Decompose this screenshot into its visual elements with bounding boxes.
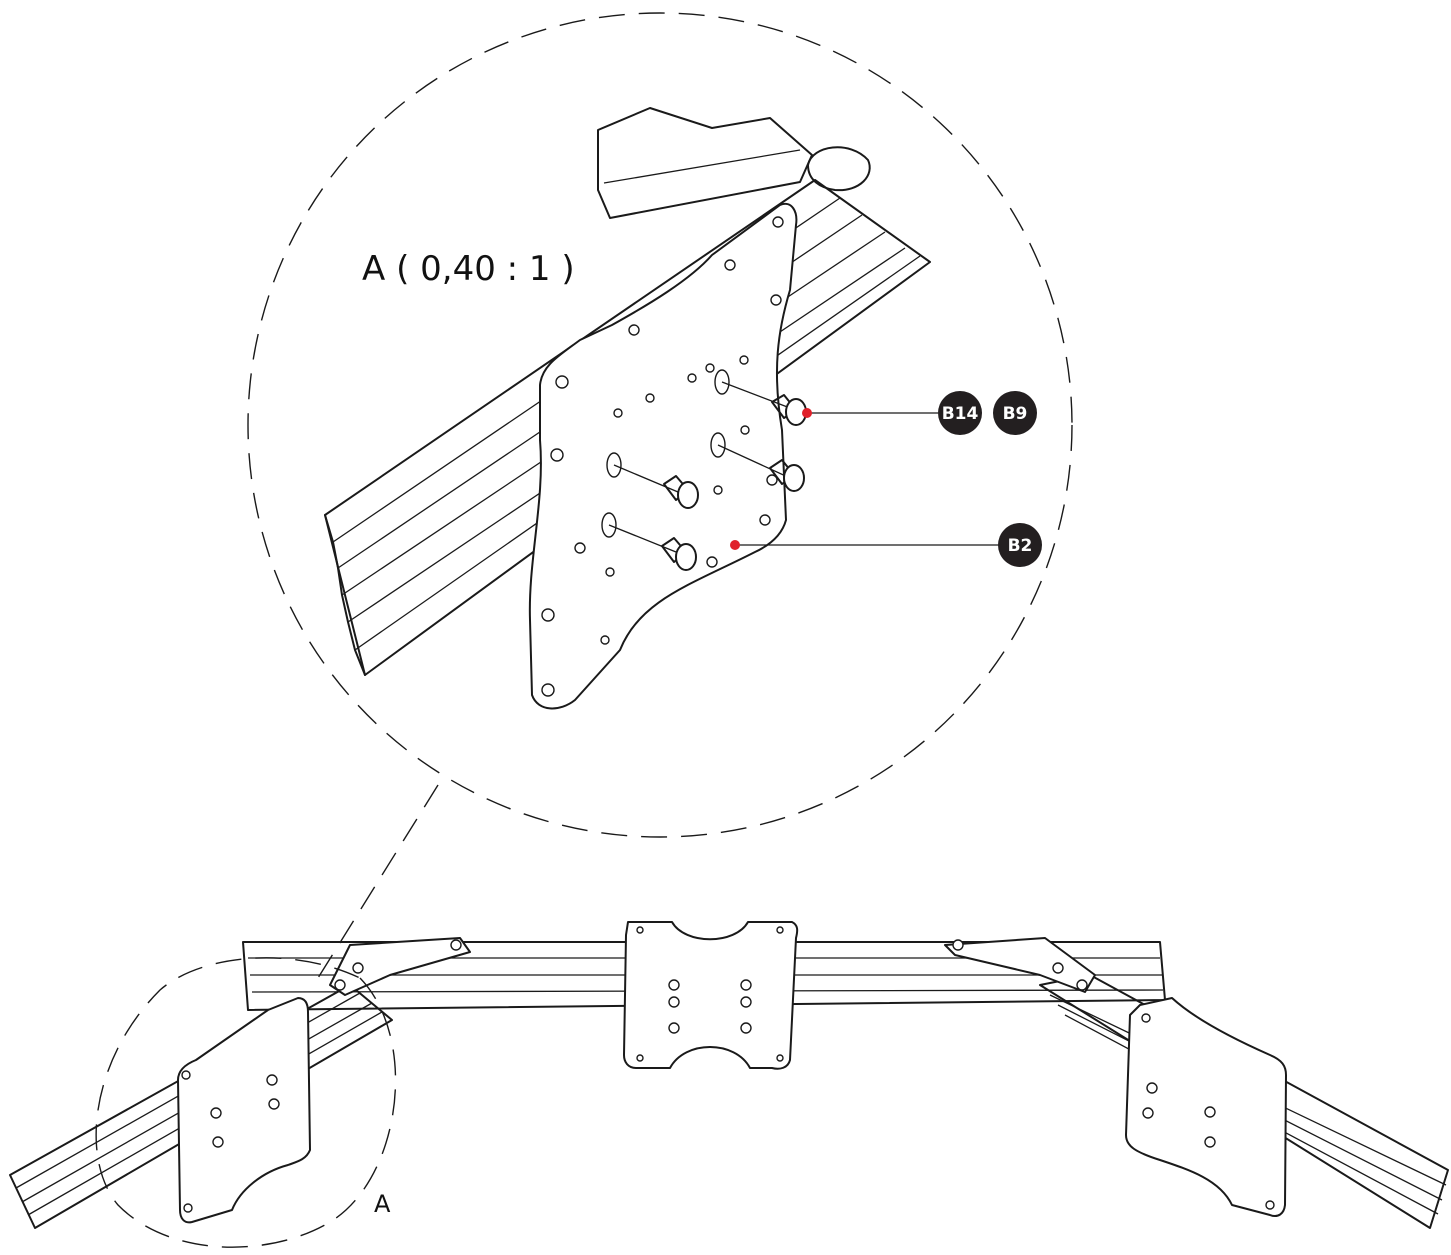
callout-b14: B14 <box>938 391 982 435</box>
left-corner-bracket <box>329 937 471 996</box>
callout-label: B14 <box>942 404 979 424</box>
vesa-mounting-plate <box>528 202 798 710</box>
right-vesa-plate <box>1125 997 1287 1217</box>
left-vesa-plate <box>177 997 311 1224</box>
right-corner-bracket <box>944 937 1096 993</box>
screw-icon <box>771 394 807 426</box>
screw-icon <box>769 459 805 492</box>
detail-source-circle <box>95 957 397 1248</box>
end-bracket <box>597 107 871 219</box>
callout-label: B9 <box>1003 404 1028 424</box>
callout-leaders <box>730 408 1002 550</box>
leader-dot <box>802 408 812 418</box>
mounting-screws <box>608 381 807 571</box>
centre-vesa-plate <box>623 921 799 1070</box>
screw-icon <box>661 537 697 571</box>
overview-assembly: A <box>9 921 1449 1248</box>
detail-circle <box>247 12 1073 838</box>
leader-dot <box>730 540 740 550</box>
detail-view-a: A ( 0,40 : 1 ) <box>247 12 1073 838</box>
callout-b9: B9 <box>993 391 1037 435</box>
callout-label: B2 <box>1008 536 1033 556</box>
detail-title: A ( 0,40 : 1 ) <box>362 249 575 289</box>
callout-b2: B2 <box>998 523 1042 567</box>
screw-icon <box>663 475 699 509</box>
detail-marker: A <box>374 1190 391 1218</box>
